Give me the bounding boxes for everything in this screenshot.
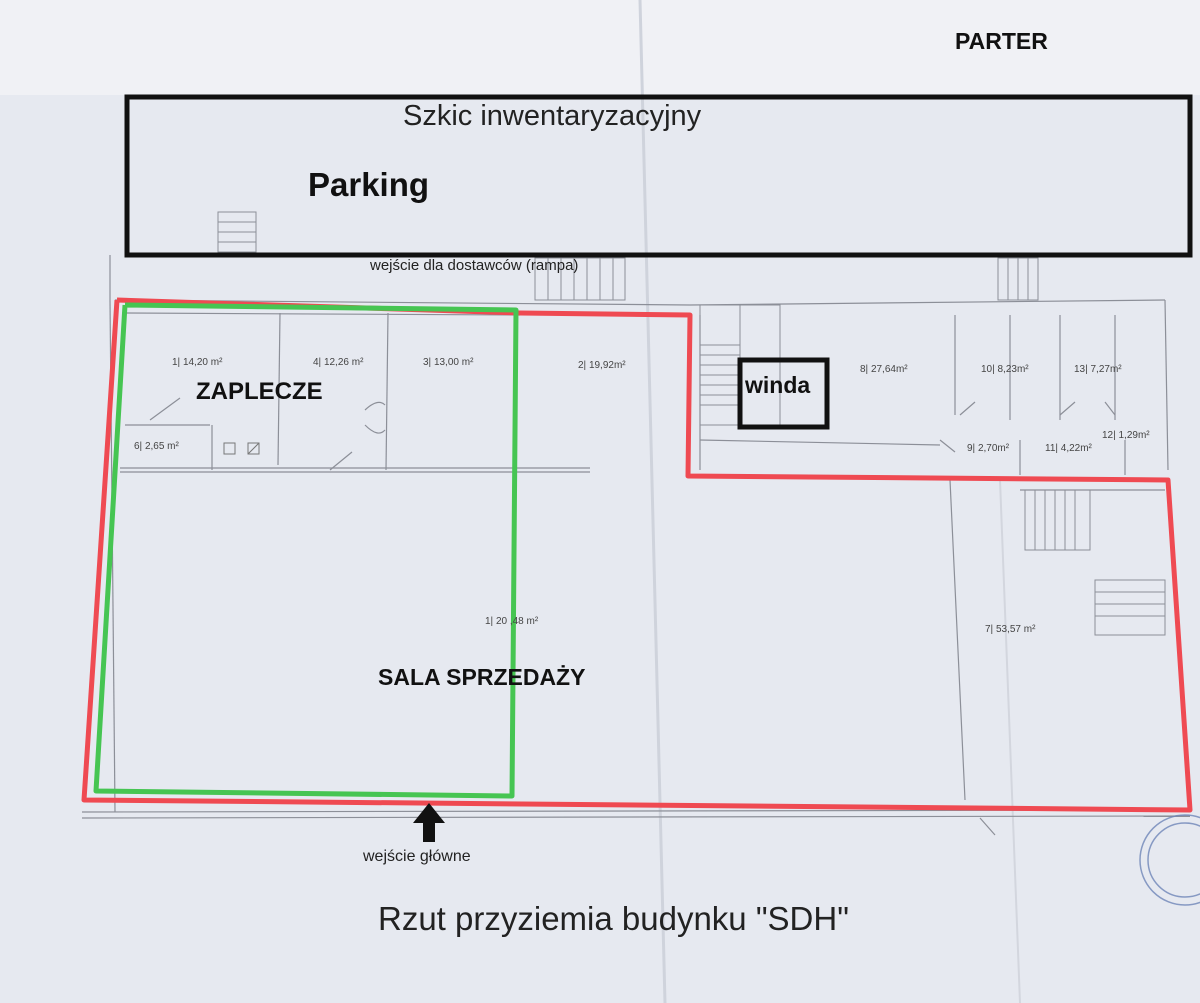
- official-stamp: [1139, 814, 1200, 906]
- parking-frame: [124, 94, 1193, 258]
- building-thin-lines: [81, 255, 1191, 836]
- paper-top-shade: [0, 0, 1200, 95]
- main-entrance-arrow: [413, 803, 445, 842]
- inventory-sketch-title: Szkic inwentaryzacyjny: [403, 100, 702, 132]
- paper-fold-line: [638, 0, 667, 1003]
- paper-fold-line-right: [999, 479, 1021, 1003]
- stair-block-top-left: [217, 211, 257, 253]
- room-area-label: 13| 7,27m²: [1074, 364, 1122, 375]
- room-area-label: 3| 13,00 m²: [423, 357, 474, 368]
- main-entrance-label: wejście główne: [363, 848, 471, 865]
- room-area-label: 1| 14,20 m²: [172, 357, 223, 368]
- room-area-label: 7| 53,57 m²: [985, 624, 1036, 635]
- ground-floor-caption: Rzut przyziemia budynku "SDH": [378, 900, 849, 937]
- parking-label: Parking: [308, 166, 430, 203]
- room-area-label: 1| 20 ,48 m²: [485, 616, 539, 627]
- room-area-label: 10| 8,23m²: [981, 364, 1029, 375]
- sales-hall-label: SALA SPRZEDAŻY: [378, 664, 586, 690]
- red-outline: [81, 297, 1193, 813]
- elevator-box: [737, 357, 830, 430]
- room-area-label: 6| 2,65 m²: [134, 441, 179, 452]
- room-area-label: 2| 19,92m²: [578, 360, 626, 371]
- staircase-right: [1024, 489, 1166, 636]
- ramp-stairs: [534, 257, 1039, 301]
- room-area-label: 11| 4,22m²: [1045, 443, 1092, 454]
- room-area-label: 4| 12,26 m²: [313, 357, 364, 368]
- sanitary-fixtures: [223, 442, 260, 455]
- room-area-label: 9| 2,70m²: [967, 443, 1010, 454]
- elevator-label: winda: [745, 372, 811, 398]
- delivery-entrance-label: wejście dla dostawców (rampa): [370, 257, 579, 274]
- floor-title: PARTER: [955, 28, 1048, 54]
- green-outline: [93, 302, 519, 799]
- backroom-label: ZAPLECZE: [196, 378, 323, 405]
- room-area-label: 12| 1,29m²: [1102, 430, 1150, 441]
- room-area-label: 8| 27,64m²: [860, 364, 908, 375]
